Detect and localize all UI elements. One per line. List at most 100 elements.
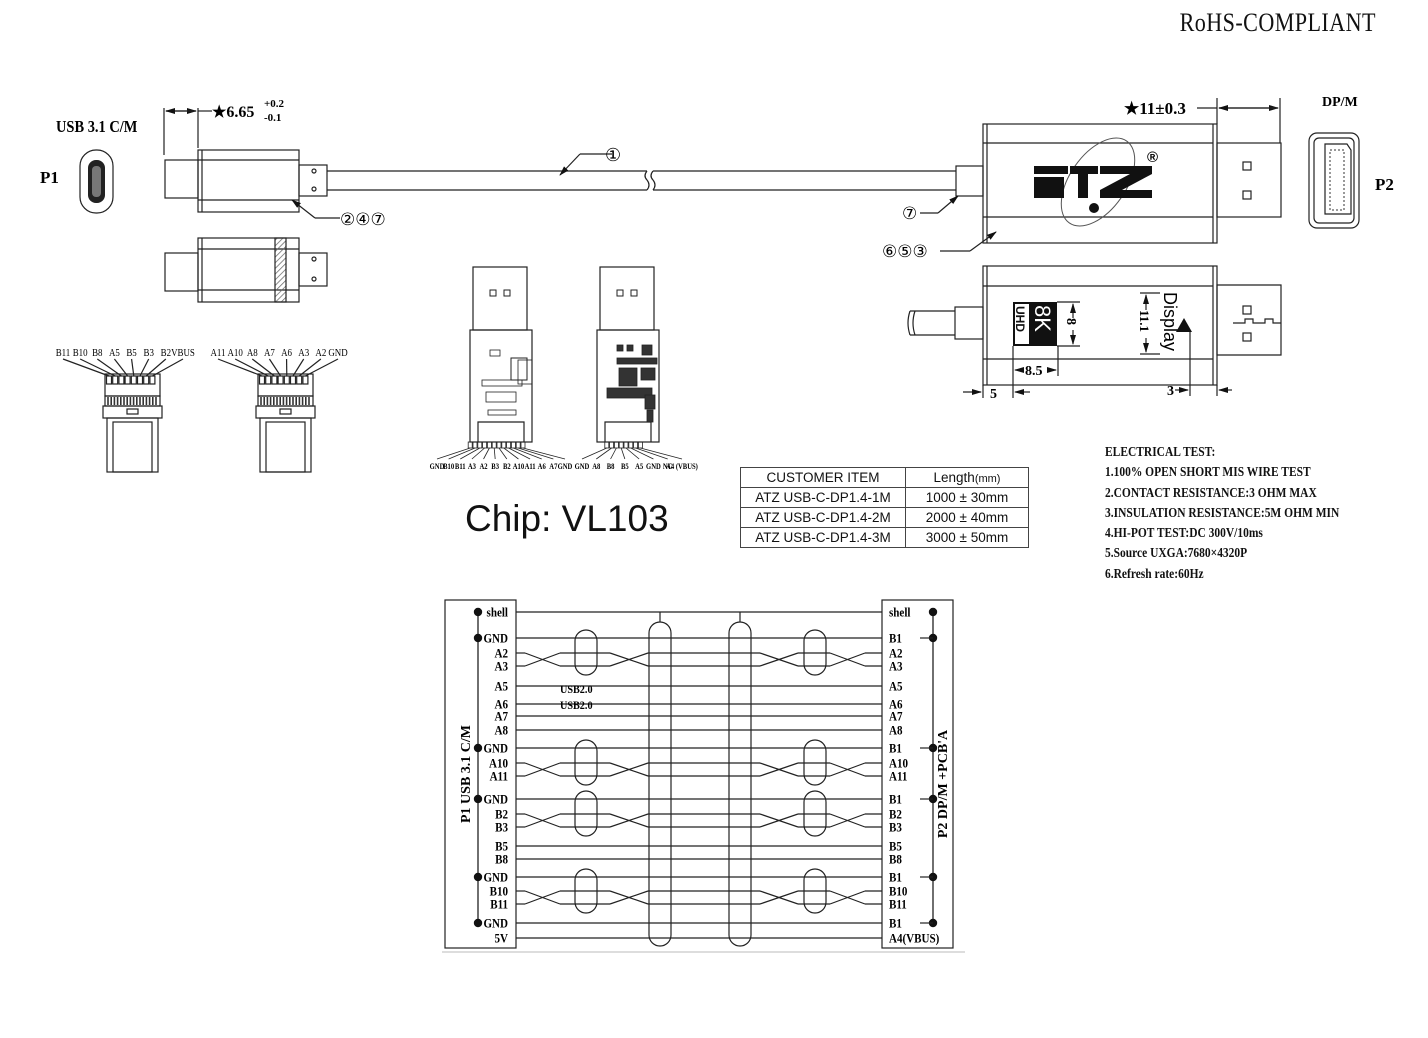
usbc-port-face-icon	[79, 149, 114, 214]
pcb-pad	[618, 441, 624, 449]
pin-label: B8	[607, 461, 615, 471]
p1-pin-label: A10	[489, 756, 508, 771]
pin-label: B8	[92, 347, 103, 359]
p1-pin-label: B10	[490, 884, 508, 899]
pcb-pad	[515, 441, 521, 449]
p2-pin-label: B2	[889, 807, 902, 822]
logo-offset-dim: 3	[1167, 384, 1174, 399]
pin-label: B5	[621, 461, 629, 471]
p1-pin-label: A3	[495, 659, 508, 674]
p2-label: P2	[1375, 175, 1394, 194]
p2-pin-label: B1	[889, 870, 902, 885]
p2-wiring-title: P2 DP/M +PCB'A	[936, 729, 951, 838]
p2-parts-callout: ⑥⑤③	[882, 242, 928, 261]
pin-label: B3	[144, 347, 155, 359]
pcb-component	[618, 367, 638, 387]
pcb-pad	[628, 441, 634, 449]
electrical-test-item: 5.Source UXGA:7680×4320P	[1105, 546, 1248, 562]
pin-label: B11	[56, 347, 71, 359]
pin-leader	[298, 358, 322, 377]
pin-leader	[268, 358, 282, 377]
pin-label: A5	[109, 347, 120, 359]
p1-pin-label: A5	[495, 679, 508, 694]
pin-leader	[139, 358, 150, 377]
pin-leader	[96, 358, 122, 377]
pin-label: A8	[247, 347, 258, 359]
pair-shield-capsule	[803, 868, 827, 914]
chip-label: Chip: VL103	[465, 498, 669, 539]
pcb-pad	[623, 441, 629, 449]
p1-pin-label: B8	[495, 852, 508, 867]
header-length-unit: (mm)	[974, 473, 1001, 485]
badge-width-dim: 8.5	[1025, 364, 1043, 379]
pin-pad	[283, 375, 290, 385]
pin-label: GND	[558, 461, 573, 471]
badge-8k-text: 8K	[1030, 305, 1055, 332]
pin-label: A10	[513, 461, 525, 471]
electrical-test-item: 4.HI-POT TEST:DC 300V/10ms	[1105, 526, 1263, 542]
pin-pad	[112, 375, 119, 385]
p1-pin-label: B5	[495, 839, 508, 854]
p2-dimension: ★11±0.3	[1124, 99, 1186, 118]
twist	[759, 890, 799, 905]
pin-pad	[258, 375, 266, 385]
pin-leader	[234, 358, 269, 377]
p2-connector-view: ® ★11±0.3 ⑦ ⑥⑤③ DP/M P2	[882, 95, 1394, 261]
pin-leader	[292, 358, 305, 377]
pin-label: B2	[503, 461, 511, 471]
badge-offset-dim: 5	[990, 387, 997, 402]
pin-label: A7	[549, 461, 557, 471]
pin-label: B10	[443, 461, 454, 471]
pcb-pad	[496, 441, 502, 449]
pin-pad	[277, 375, 284, 385]
twist	[759, 652, 799, 667]
ground-node-dot	[473, 872, 483, 882]
table-row: ATZ USB-C-DP1.4-1M 1000 ± 30mm	[740, 487, 1029, 508]
overall-shield-capsule	[728, 621, 752, 947]
pair-shield-capsule	[803, 790, 827, 837]
pin-pad	[130, 375, 137, 385]
badge-uhd-text: UHD	[1013, 306, 1027, 332]
twist	[524, 890, 561, 905]
pcb-pad	[472, 441, 478, 449]
ground-node-dot	[473, 794, 483, 804]
electrical-test-item: 3.INSULATION RESISTANCE:5M OHM MIN	[1105, 505, 1340, 521]
pcb-pad	[510, 441, 516, 449]
pin-pad	[118, 375, 125, 385]
pair-shield-capsule	[574, 739, 598, 786]
pin-pad	[105, 375, 113, 385]
p1-connector-side-view	[164, 237, 328, 303]
pin-pad	[271, 375, 278, 385]
item-length: 3000 ± 50mm	[905, 527, 1029, 548]
electrical-test-heading: ELECTRICAL TEST:	[1105, 445, 1216, 460]
pin-label: B5	[126, 347, 137, 359]
pin-pad	[149, 375, 156, 385]
pcb-pad	[604, 441, 610, 449]
pin-pad	[296, 375, 303, 385]
p2-pin-label: B3	[889, 820, 902, 835]
p2-pin-label: B1	[889, 631, 902, 646]
pcb-chip	[510, 357, 528, 381]
pin-label: GND	[430, 461, 445, 471]
pcb-component	[644, 394, 656, 410]
pin-leader	[130, 358, 135, 377]
p2-side-view: 8K UHD 8 8.5 5 Display 11.1 3	[907, 265, 1282, 402]
pcb-pad	[467, 441, 473, 449]
